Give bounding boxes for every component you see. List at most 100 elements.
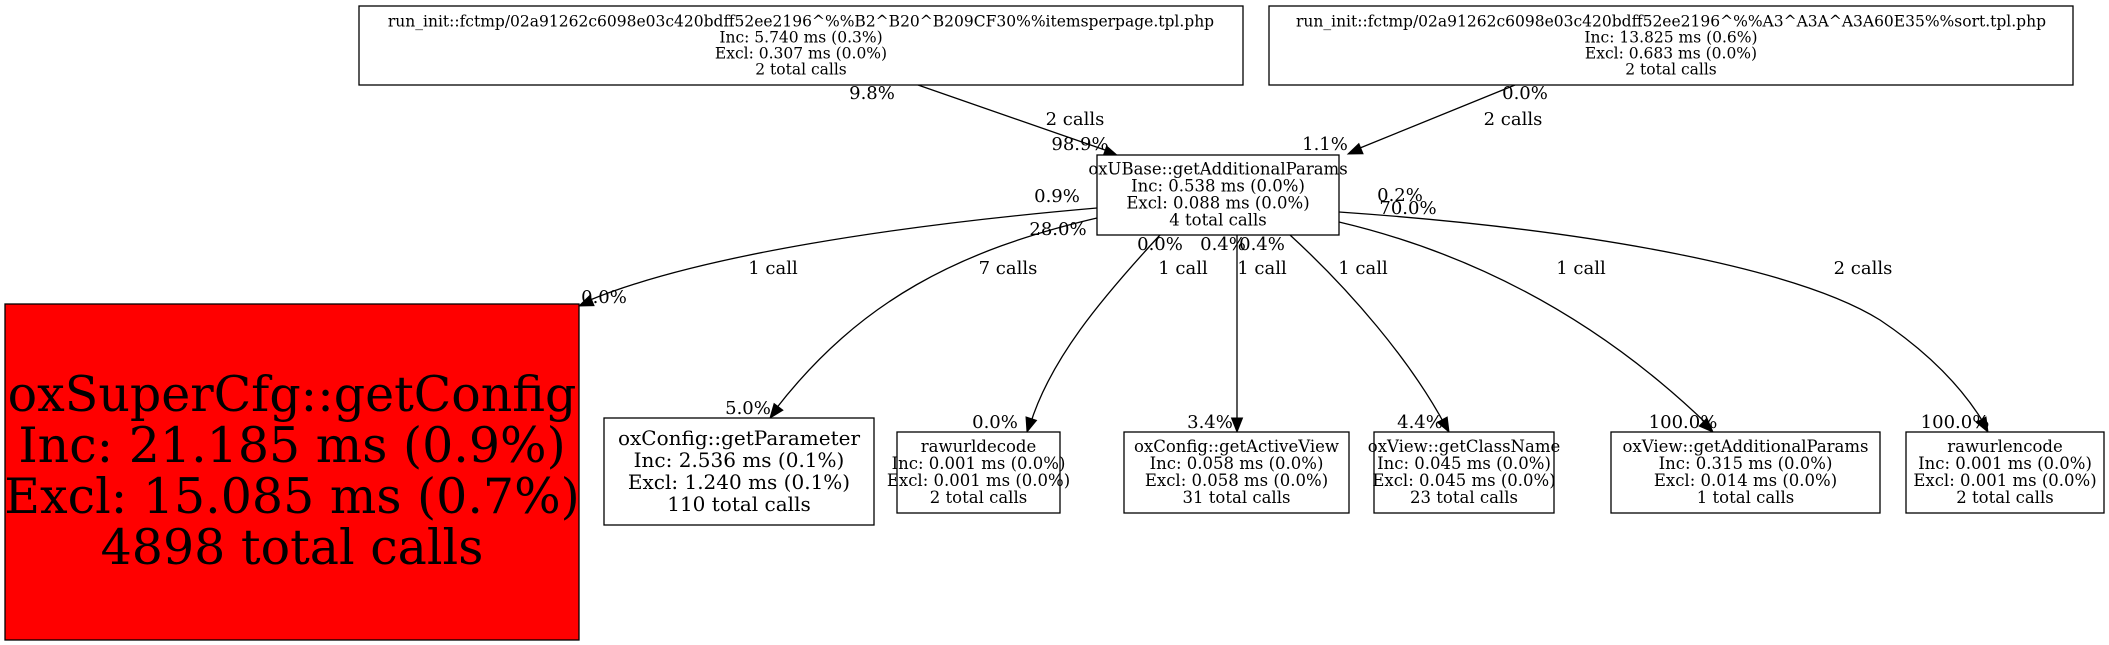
node-function-name: rawurldecode bbox=[921, 437, 1036, 456]
edge-getAdditionalParams_base-to-getParameter: 7 calls 28.0% 5.0% bbox=[725, 217, 1098, 420]
node-exclusive-time: Excl: 0.001 ms (0.0%) bbox=[887, 471, 1070, 490]
edge-call-count: 7 calls bbox=[979, 258, 1038, 279]
node-exclusive-time: Excl: 0.683 ms (0.0%) bbox=[1585, 44, 1757, 62]
node-total-calls: 4 total calls bbox=[1169, 211, 1266, 230]
edge-tail-percent: 0.4% bbox=[1239, 234, 1285, 255]
node-inclusive-time: Inc: 5.740 ms (0.3%) bbox=[719, 28, 882, 46]
edge-call-count: 1 call bbox=[748, 258, 798, 279]
edge-head-percent: 0.0% bbox=[972, 412, 1018, 433]
edge-line bbox=[1338, 221, 1709, 426]
edge-call-count: 1 call bbox=[1237, 258, 1287, 279]
node-box bbox=[1096, 154, 1340, 236]
node-total-calls: 2 total calls bbox=[930, 488, 1027, 507]
node-box bbox=[1610, 431, 1881, 514]
node-inclusive-time: Inc: 0.315 ms (0.0%) bbox=[1659, 454, 1833, 473]
edge-tail-percent: 0.9% bbox=[1034, 186, 1080, 207]
edge-head-percent: 5.0% bbox=[725, 398, 771, 419]
edge-call-count: 1 call bbox=[1338, 258, 1388, 279]
node-total-calls: 110 total calls bbox=[667, 492, 811, 516]
node-total-calls: 1 total calls bbox=[1697, 488, 1794, 507]
edge-call-count: 1 call bbox=[1158, 258, 1208, 279]
node-box bbox=[1123, 431, 1350, 514]
edge-tail-percent: 0.0% bbox=[1502, 83, 1548, 104]
edge-call-count: 2 calls bbox=[1046, 109, 1105, 130]
node-box bbox=[1905, 431, 2105, 514]
edge-line bbox=[1289, 234, 1446, 426]
arrowhead bbox=[1230, 417, 1244, 434]
node-inclusive-time: Inc: 21.185 ms (0.9%) bbox=[18, 417, 565, 474]
node-total-calls: 4898 total calls bbox=[101, 519, 484, 576]
edge-tail-percent: 28.0% bbox=[1029, 219, 1086, 240]
node-inclusive-time: Inc: 0.058 ms (0.0%) bbox=[1150, 454, 1324, 473]
edge-tpl_sort-to-getAdditionalParams_base: 2 calls 0.0% 1.1% bbox=[1302, 83, 1548, 155]
edge-tail-percent: 9.8% bbox=[849, 83, 895, 104]
node-box bbox=[896, 431, 1061, 514]
node-exclusive-time: Excl: 15.085 ms (0.7%) bbox=[4, 468, 580, 525]
edge-tail-percent: 0.0% bbox=[1137, 234, 1183, 255]
edge-head-percent: 3.4% bbox=[1187, 412, 1233, 433]
edge-call-count: 1 call bbox=[1556, 258, 1606, 279]
arrowhead bbox=[1698, 417, 1714, 433]
edge-getAdditionalParams_base-to-getActiveView: 1 call 0.4% 3.4% bbox=[1187, 234, 1287, 434]
edge-head-percent: 4.4% bbox=[1397, 412, 1443, 433]
node-total-calls: 31 total calls bbox=[1183, 488, 1291, 507]
edge-tpl_itemsperpage-to-getAdditionalParams_base: 2 calls 9.8% 98.9% bbox=[849, 83, 1120, 158]
edge-line bbox=[917, 84, 1106, 151]
node-box bbox=[4, 303, 580, 641]
node-inclusive-time: Inc: 13.825 ms (0.6%) bbox=[1584, 28, 1757, 46]
edge-head-percent: 98.9% bbox=[1051, 134, 1108, 155]
node-exclusive-time: Excl: 0.058 ms (0.0%) bbox=[1145, 471, 1328, 490]
node-exclusive-time: Excl: 0.088 ms (0.0%) bbox=[1126, 194, 1309, 213]
node-total-calls: 2 total calls bbox=[755, 60, 847, 78]
arrowhead bbox=[769, 402, 784, 420]
node-exclusive-time: Excl: 0.045 ms (0.0%) bbox=[1372, 471, 1555, 490]
node-tpl_itemsperpage[interactable]: run_init::fctmp/02a91262c6098e03c420bdff… bbox=[358, 5, 1244, 86]
arrowhead bbox=[577, 294, 595, 307]
node-total-calls: 23 total calls bbox=[1410, 488, 1518, 507]
edge-line bbox=[1338, 211, 1986, 426]
node-inclusive-time: Inc: 0.538 ms (0.0%) bbox=[1131, 177, 1305, 196]
node-box bbox=[1373, 431, 1555, 514]
node-function-name: oxView::getAdditionalParams bbox=[1622, 437, 1868, 456]
node-inclusive-time: Inc: 0.001 ms (0.0%) bbox=[1918, 454, 2092, 473]
node-total-calls: 2 total calls bbox=[1625, 60, 1717, 78]
node-inclusive-time: Inc: 2.536 ms (0.1%) bbox=[634, 448, 845, 472]
edge-line bbox=[1359, 84, 1516, 149]
arrowhead bbox=[1436, 416, 1450, 434]
node-tpl_sort[interactable]: run_init::fctmp/02a91262c6098e03c420bdff… bbox=[1268, 5, 2074, 86]
edge-call-count: 2 calls bbox=[1484, 109, 1543, 130]
node-function-name: run_init::fctmp/02a91262c6098e03c420bdff… bbox=[388, 12, 1214, 30]
node-function-name: oxSuperCfg::getConfig bbox=[8, 366, 577, 423]
node-inclusive-time: Inc: 0.045 ms (0.0%) bbox=[1377, 454, 1551, 473]
edge-head-percent: 1.1% bbox=[1302, 134, 1348, 155]
arrowhead bbox=[1975, 416, 1989, 434]
node-exclusive-time: Excl: 0.307 ms (0.0%) bbox=[715, 44, 887, 62]
edge-getAdditionalParams_base-to-rawurldecode: 1 call 0.0% 0.0% bbox=[972, 234, 1208, 434]
edge-head-percent: 100.0% bbox=[1921, 412, 1990, 433]
node-exclusive-time: Excl: 0.014 ms (0.0%) bbox=[1654, 471, 1837, 490]
node-exclusive-time: Excl: 0.001 ms (0.0%) bbox=[1913, 471, 2096, 490]
edge-getAdditionalParams_base-to-getClassName: 1 call 0.4% 4.4% bbox=[1239, 234, 1450, 434]
node-function-name: oxUBase::getAdditionalParams bbox=[1088, 160, 1347, 179]
node-function-name: run_init::fctmp/02a91262c6098e03c420bdff… bbox=[1296, 12, 2046, 30]
arrowhead bbox=[1025, 416, 1038, 434]
edge-head-percent: 0.0% bbox=[581, 287, 627, 308]
node-box bbox=[603, 417, 875, 526]
arrowhead bbox=[1346, 142, 1364, 155]
node-total-calls: 2 total calls bbox=[1956, 488, 2053, 507]
edge-tail-percent: 0.4% bbox=[1200, 234, 1246, 255]
edge-line bbox=[774, 217, 1098, 411]
node-exclusive-time: Excl: 1.240 ms (0.1%) bbox=[628, 470, 850, 494]
node-box bbox=[1268, 5, 2074, 86]
node-function-name: oxConfig::getActiveView bbox=[1134, 437, 1339, 456]
